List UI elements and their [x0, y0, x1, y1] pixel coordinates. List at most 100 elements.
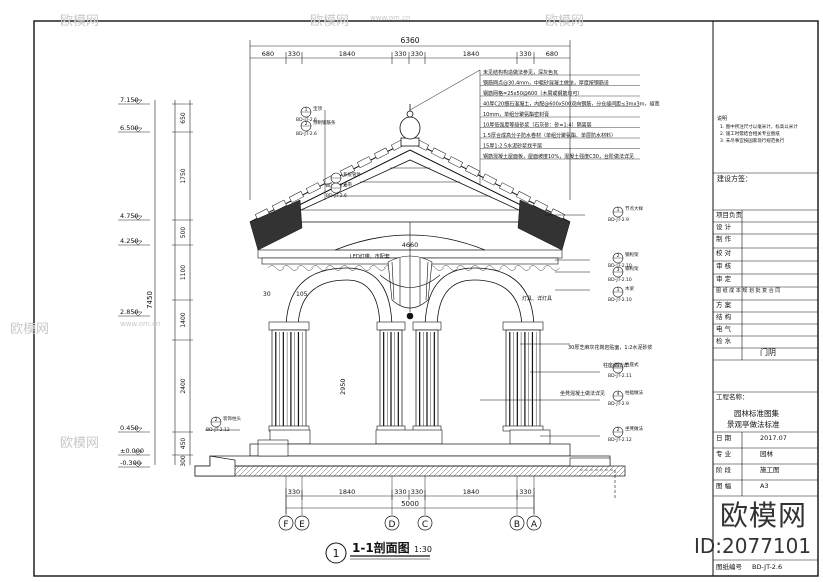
chandelier — [379, 222, 441, 320]
roof-cornice — [249, 199, 571, 251]
callout-label: 钢构架 — [625, 265, 639, 272]
title-row-label: 电 气 — [716, 325, 732, 333]
title-row-label: 设 计 — [716, 223, 732, 231]
axis-label: B — [514, 520, 520, 530]
watermark-brand-large: 欧模网 — [720, 499, 808, 532]
column — [502, 321, 544, 432]
callout-number: 2 — [617, 427, 620, 433]
level-mark — [133, 427, 143, 433]
title-notes: 1. 图中所注尺寸以毫米计，标高以米计 2. 施工时需结合相关专业图纸 3. 未… — [720, 125, 798, 144]
info-value: 2017.07 — [760, 434, 787, 442]
title-row-label: 方 案 — [716, 301, 732, 309]
watermark-id: ID:2077101 — [694, 534, 812, 558]
dim-105: 105 — [296, 291, 308, 298]
annotation-lamp: 灯具、详灯具 — [522, 295, 552, 302]
annotation-column-base: 柱座做法详 — [603, 362, 628, 369]
dim-vertical: 2400 — [180, 378, 187, 393]
level-mark — [133, 215, 143, 221]
callout-sheet: BD-JT-2.10 — [608, 277, 632, 283]
callout-label: 柱础做法 — [625, 389, 643, 396]
construction-note: 钢筋网格=25x50@600（木屑或钢筋均可） — [483, 90, 582, 97]
dim-vertical: 1100 — [180, 265, 187, 280]
axis-label: D — [389, 520, 396, 530]
level-value: 2.850 — [120, 308, 139, 316]
dim-total-height: 7450 — [146, 291, 154, 309]
callout-sheet: BD-JT-2.12 — [206, 427, 230, 433]
dim-bottom-5: 330 — [519, 488, 531, 496]
level-value: 7.150 — [120, 96, 139, 104]
title-block-grid — [713, 172, 818, 561]
construction-note: 1.5厚合成高分子防水卷材（单组分聚氨酯、单层防水材料） — [483, 132, 616, 139]
callout-sheet: BD-JT-2.10 — [608, 297, 632, 303]
title-row-label: 校 对 — [716, 249, 732, 257]
dim-top-6: 330 — [519, 50, 531, 58]
callout-sheet: BD-JT-2.12 — [608, 437, 632, 443]
axis-bubble — [294, 515, 310, 531]
drawing-name: 园林标准图集 — [734, 409, 779, 418]
sheet-no-label: 图纸编号 — [716, 563, 742, 571]
dim-top-7: 680 — [546, 50, 558, 58]
level-scale — [154, 100, 191, 465]
dim-top-2: 1840 — [339, 50, 356, 58]
column — [412, 321, 442, 432]
callout-label: 预制钢筋条 — [313, 119, 336, 126]
construction-note: 未见结构构造做法参见，深灰色瓦 — [483, 69, 558, 76]
top-dimension-chain — [249, 40, 571, 200]
dim-bottom-2: 330 — [394, 488, 406, 496]
sheet-border — [33, 20, 819, 577]
level-mark — [133, 240, 143, 246]
construction-note: 钢筋混凝土屋面板，屋面坡度10%，混凝土强度C30，台阶做法详见 — [483, 153, 634, 160]
construction-note: 10mm，单组分聚氨酯密封膏 — [483, 111, 549, 118]
arches — [285, 267, 535, 331]
watermark-brand-top2: 欧模网 — [310, 14, 350, 29]
section-title: 1-1剖面图 — [352, 540, 410, 555]
platform — [194, 443, 626, 477]
watermark-brand-top3: 欧模网 — [545, 14, 585, 29]
callout-number: 1 — [617, 207, 620, 213]
leader-lines — [205, 69, 600, 437]
info-value: 施工图 — [760, 466, 780, 474]
dim-top-5: 1840 — [463, 50, 480, 58]
construction-note: 15厚1:2.5水泥砂浆找平层 — [483, 143, 542, 150]
axis-label: C — [422, 520, 428, 530]
construction-note: 40厚C20细石混凝土，内配@600x500双向钢筋，分仓缝间距≤3mx3m，缝… — [483, 101, 660, 108]
level-value: -0.300 — [120, 459, 141, 467]
dim-bottom-0: 330 — [288, 488, 300, 496]
annotation-granite: 30厚芝麻灰花岗岩贴面，1:2水泥砂浆 — [568, 344, 652, 351]
stage-word: 门阴 — [760, 348, 776, 357]
info-label: 图 幅 — [716, 482, 732, 490]
title-row-label: 图 纸 成 本 规 划 批 复 合 同 — [716, 288, 781, 294]
watermark-brand-top: 欧模网 — [60, 14, 100, 29]
level-value: 4.250 — [120, 237, 139, 245]
drawing-subname: 景观亭做法标准 — [727, 420, 780, 429]
callout-label: 坐凳做法 — [625, 425, 643, 432]
dim-bottom-1: 1840 — [339, 488, 356, 496]
callout-label: 钢构架 — [625, 251, 639, 258]
level-mark — [133, 127, 143, 133]
watermark-site-top: www.om.cn — [370, 14, 411, 22]
level-mark — [133, 99, 143, 105]
callout-number: 1 — [305, 107, 308, 113]
axis-label: E — [299, 520, 305, 530]
callout-number: 2 — [617, 253, 620, 259]
callout-label: 系统管件 — [343, 171, 361, 178]
column — [376, 321, 406, 432]
axis-bubble — [526, 515, 542, 531]
info-label: 专 业 — [716, 450, 732, 458]
annotation-bench: 坐凳混凝土做法详见 — [560, 390, 605, 397]
callout-label: 柱座式 — [625, 361, 639, 368]
dim-vertical: 1400 — [180, 312, 187, 327]
axis-bubble — [509, 515, 525, 531]
callout-number: 1 — [617, 287, 620, 293]
callout-label: 节点大样 — [625, 205, 643, 212]
section-title-block: 1 1-1剖面图 1:30 — [325, 540, 432, 564]
callout-number: 2 — [305, 121, 308, 127]
dim-bottom-3: 330 — [411, 488, 423, 496]
info-label: 日 期 — [716, 434, 732, 442]
right-step — [569, 457, 616, 500]
